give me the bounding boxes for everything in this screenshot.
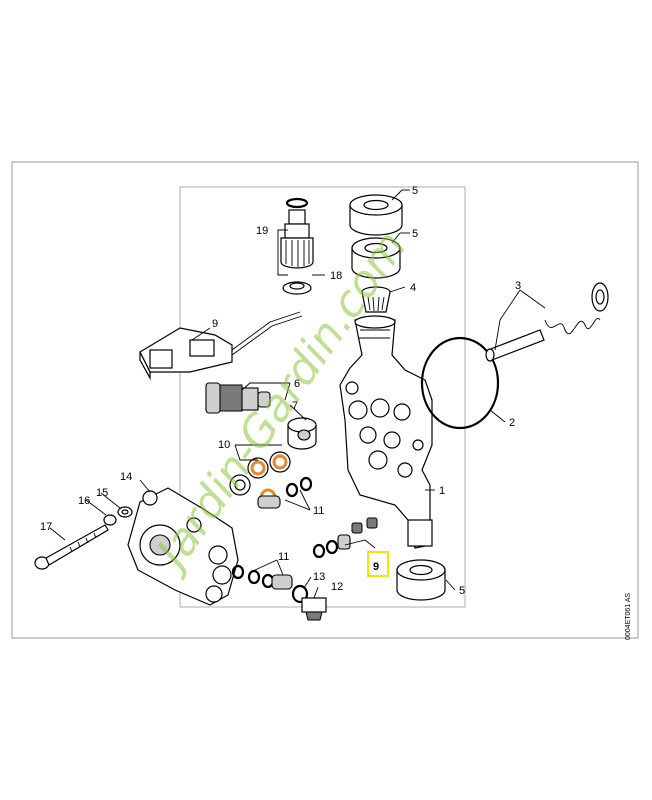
label-part-11-lower: 11	[278, 551, 289, 563]
part-15-washer	[117, 506, 133, 518]
part-8-pressure-switch	[139, 311, 303, 381]
part-5-ring-bottom	[396, 559, 446, 601]
leader-lines	[49, 189, 546, 599]
label-part-3: 3	[515, 280, 521, 292]
label-part-10: 10	[218, 439, 230, 451]
part-17-bolt	[34, 524, 109, 570]
part-2-o-ring	[420, 336, 500, 430]
part-11-valve-set-upper	[257, 476, 313, 509]
part-5-ring-top	[349, 194, 403, 236]
label-part-13: 13	[313, 571, 325, 583]
part-12-plug	[301, 597, 327, 621]
label-part-12: 12	[331, 581, 343, 593]
part-19-inlet-fitting	[280, 197, 314, 269]
label-part-1: 1	[439, 485, 445, 497]
label-part-5-middle: 5	[412, 228, 418, 240]
label-part-19: 19	[256, 225, 268, 237]
part-5-ring-middle	[351, 237, 401, 279]
part-10-seal-set	[229, 451, 291, 496]
label-part-6: 6	[294, 378, 300, 390]
diagram-frame	[11, 161, 639, 639]
part-9-check-valves	[312, 517, 378, 559]
part-11-valve-set-lower	[231, 564, 293, 590]
part-4-filter	[361, 286, 391, 313]
label-part-14: 14	[120, 471, 132, 483]
label-part-18: 18	[330, 270, 342, 282]
part-3-piston-spring	[485, 282, 609, 362]
highlight-box	[367, 551, 389, 577]
label-part-15: 15	[96, 487, 108, 499]
part-1-pump-head	[339, 315, 433, 549]
part-labels: 5 5 4 19 18 9 6 7 10 11 1 2 3 9 5 14 15 …	[40, 185, 521, 597]
label-part-4: 4	[410, 282, 416, 294]
drawing-code: 0004ET061 AS	[625, 593, 632, 640]
label-part-5-top: 5	[412, 185, 418, 197]
label-part-8: 9	[212, 318, 218, 330]
label-part-16: 16	[78, 495, 90, 507]
label-part-9: 9	[373, 561, 379, 573]
label-part-5-bottom: 5	[459, 585, 465, 597]
part-6-valve	[205, 382, 271, 414]
label-part-17: 17	[40, 521, 52, 533]
part-18-washer	[282, 281, 312, 295]
part-13-o-ring	[291, 584, 309, 604]
label-part-2: 2	[509, 417, 515, 429]
label-part-11-upper: 11	[313, 505, 324, 517]
label-part-7: 7	[292, 400, 298, 412]
part-7-cap	[287, 417, 317, 450]
part-16-nut	[103, 514, 117, 526]
part-14-pump-housing	[127, 487, 239, 606]
